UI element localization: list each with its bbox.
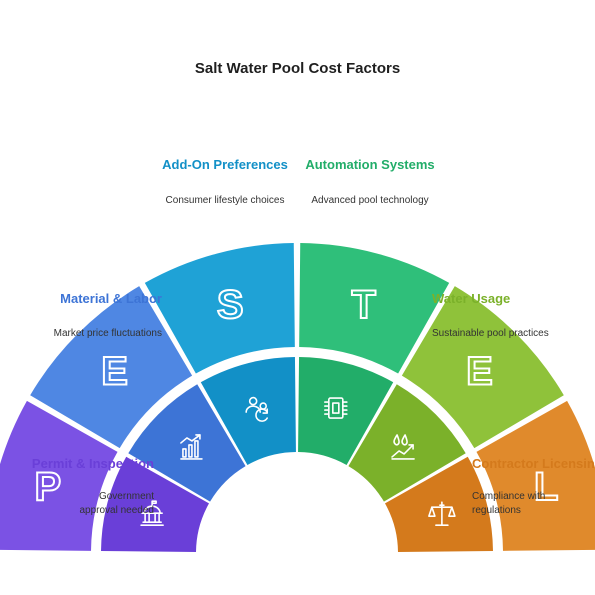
segment-letter-p: P [34,465,61,509]
water-drops-icon [391,434,415,460]
desc-permit-inspection: Government approval needed [79,491,154,516]
segment-letters: P E S T E L [33,282,559,510]
label-add-on-preferences: Add-On Preferences [162,157,288,172]
segment-letter-e1: E [101,350,128,394]
people-cycle-icon [245,396,268,422]
label-contractor-licensing: Contractor Licensing [472,456,595,471]
label-water-usage: Water Usage [432,291,511,306]
outer-segment-t [299,243,450,374]
inner-segment-l [384,456,493,552]
segment-letter-l: L [534,465,558,509]
inner-segment-t [298,357,394,466]
outer-segment-s [144,243,295,374]
outer-segment-e2 [401,286,564,449]
outer-segment-p [0,400,118,551]
bar-chart-trend-icon [180,434,203,460]
desc-material-labor: Market price fluctuations [53,328,162,339]
outer-ring [0,243,595,551]
desc-contractor-licensing: Compliance with regulations [472,491,546,516]
inner-segment-e1 [128,384,246,502]
label-material-labor: Material & Labor [60,291,162,306]
segment-letter-t: T [352,283,376,327]
microchip-icon [324,397,348,419]
outer-segment-e1 [30,286,193,449]
outer-segment-l [476,400,595,551]
government-building-icon [140,500,164,526]
segment-letter-s: S [217,283,244,327]
diagram-title: Salt Water Pool Cost Factors [194,60,401,77]
desc-add-on-preferences: Consumer lifestyle choices [165,195,285,206]
segment-letter-e2: E [466,350,493,394]
balance-scale-icon [428,501,456,526]
inner-segment-p [101,456,210,552]
label-automation-systems: Automation Systems [305,157,435,172]
desc-automation-systems: Advanced pool technology [311,195,429,206]
inner-segment-s [200,357,296,466]
label-permit-inspection: Permit & Inspection [31,456,154,471]
desc-water-usage: Sustainable pool practices [432,328,549,339]
segment-icons [140,396,456,526]
